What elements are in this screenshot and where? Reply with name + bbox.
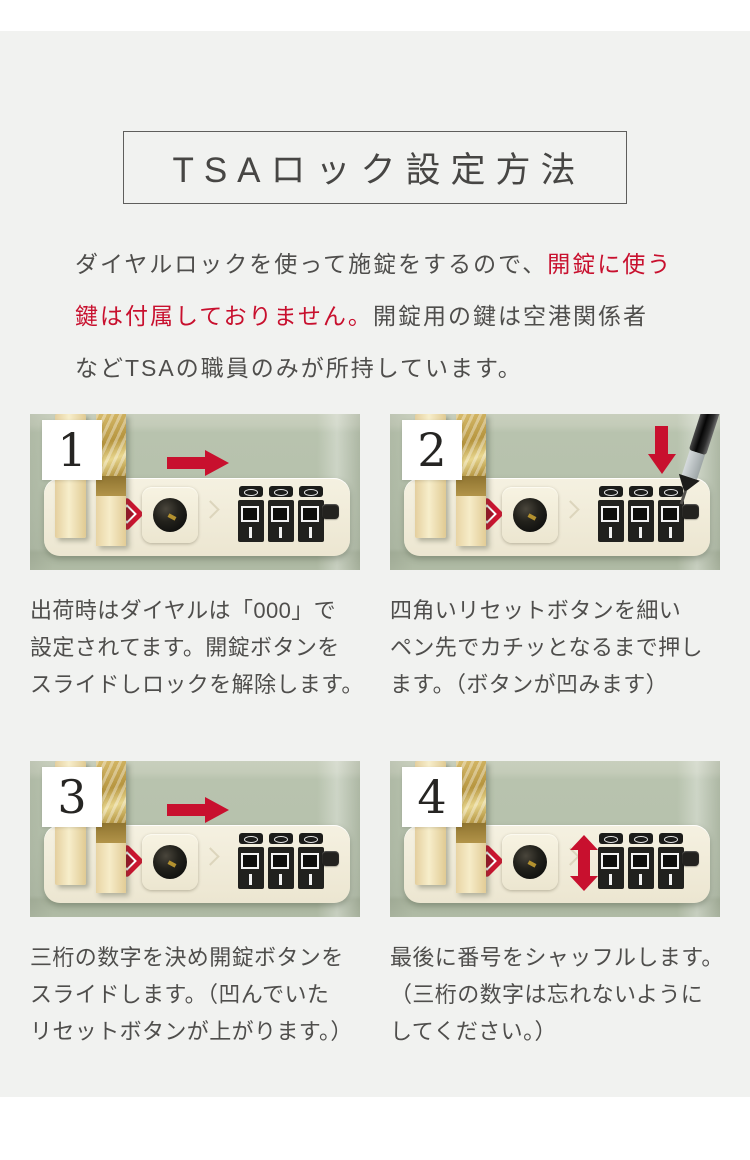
caption-line: 三桁の数字を決め開錠ボタンを	[30, 945, 344, 970]
reset-button	[682, 504, 699, 519]
combination-dials	[598, 833, 698, 893]
unlock-slide-button	[502, 487, 558, 543]
step-number-badge: 4	[402, 767, 462, 827]
steps-grid: 1 出荷時はダイヤルは「000」で設定されてます。開錠ボタンをスライドしロックを…	[30, 414, 723, 1050]
dial-wheel	[628, 833, 654, 893]
caption-line: （三桁の数字は忘れないように	[390, 982, 704, 1007]
step-caption: 四角いリセットボタンを細いペン先でカチッとなるまで押します。（ボタンが凹みます）	[390, 592, 738, 703]
combination-dials	[238, 833, 338, 893]
step-caption: 三桁の数字を決め開錠ボタンをスライドします。（凹んでいたリセットボタンが上がりま…	[30, 939, 378, 1050]
keyhole	[513, 498, 547, 532]
step-number-badge: 2	[402, 420, 462, 480]
keyhole	[153, 845, 187, 879]
page-title: TSAロック設定方法	[172, 151, 586, 190]
step-photo: 3	[30, 761, 360, 917]
step-photo: 2	[390, 414, 720, 570]
intro-segment: 開錠用の鍵は空港関係者	[372, 303, 648, 329]
intro-line: ダイヤルロックを使って施錠をするので、開錠に使う	[75, 238, 695, 290]
reset-button	[682, 851, 699, 866]
reset-button	[322, 851, 339, 866]
caption-line: 四角いリセットボタンを細い	[390, 598, 682, 623]
dial-wheel	[658, 833, 684, 893]
dial-wheel	[628, 486, 654, 546]
dial-wheel	[268, 833, 294, 893]
dial-wheel	[598, 833, 624, 893]
step-block: 2 四角いリセットボタンを細いペン先でカチッとなるまで押します。（ボタンが凹みま…	[390, 414, 720, 703]
tsa-lock-panel	[404, 478, 710, 556]
caption-line: 設定されてます。開錠ボタンを	[30, 635, 340, 660]
slide-right-arrow-icon	[167, 797, 229, 823]
intro-segment: などTSAの職員のみが所持しています。	[75, 355, 523, 381]
combination-dials	[598, 486, 698, 546]
tsa-lock-panel	[404, 825, 710, 903]
step-caption: 最後に番号をシャッフルします。 （三桁の数字は忘れないようにしてください。）	[390, 939, 738, 1050]
slide-direction-mark	[201, 500, 220, 519]
tsa-lock-panel	[44, 825, 350, 903]
unlock-slide-button	[142, 487, 198, 543]
shuffle-updown-arrow-icon	[570, 835, 598, 891]
caption-line: 出荷時はダイヤルは「000」で	[30, 598, 337, 623]
step-caption: 出荷時はダイヤルは「000」で設定されてます。開錠ボタンをスライドしロックを解除…	[30, 592, 378, 703]
pen	[670, 414, 720, 507]
intro-segment: 鍵は付属しておりません。	[75, 303, 373, 329]
step-number: 4	[417, 770, 447, 824]
step-photo: 1	[30, 414, 360, 570]
slide-direction-mark	[561, 500, 580, 519]
step-number: 1	[57, 423, 87, 477]
slide-right-arrow-icon	[167, 450, 229, 476]
step-number-badge: 1	[42, 420, 102, 480]
combination-dials	[238, 486, 338, 546]
unlock-slide-button	[142, 834, 198, 890]
unlock-slide-button	[502, 834, 558, 890]
step-block: 4 最後に番号をシャッフルします。 （三桁の数字は忘れないようにしてください。）	[390, 761, 723, 1050]
caption-line: スライドしロックを解除します。	[30, 672, 364, 697]
press-down-arrow-icon	[648, 426, 676, 474]
intro-line: などTSAの職員のみが所持しています。	[75, 342, 695, 394]
keyhole	[513, 845, 547, 879]
intro-segment: ダイヤルロックを使って施錠をするので、	[75, 251, 548, 277]
dial-wheel	[658, 486, 684, 546]
dial-wheel	[298, 833, 324, 893]
reset-button	[322, 504, 339, 519]
step-block: 1 出荷時はダイヤルは「000」で設定されてます。開錠ボタンをスライドしロックを…	[30, 414, 363, 703]
step-block: 3 三桁の数字を決め開錠ボタンをスライドします。（凹んでいたリセットボタンが上が…	[30, 761, 360, 1050]
caption-line: してください。）	[390, 1019, 557, 1044]
dial-wheel	[268, 486, 294, 546]
dial-wheel	[298, 486, 324, 546]
dial-wheel	[238, 486, 264, 546]
slide-direction-mark	[201, 847, 220, 866]
step-photo: 4	[390, 761, 720, 917]
caption-line: 最後に番号をシャッフルします。	[390, 945, 724, 970]
dial-wheel	[238, 833, 264, 893]
intro-segment: 開錠に使う	[547, 251, 673, 277]
step-number: 2	[417, 423, 447, 477]
intro-line: 鍵は付属しておりません。開錠用の鍵は空港関係者	[75, 290, 695, 342]
caption-line: ます。（ボタンが凹みます）	[390, 672, 669, 697]
step-number-badge: 3	[42, 767, 102, 827]
title-box: TSAロック設定方法	[123, 131, 627, 204]
content-section: TSAロック設定方法 ダイヤルロックを使って施錠をするので、開錠に使う鍵は付属し…	[0, 31, 750, 1097]
dial-wheel	[598, 486, 624, 546]
caption-line: スライドします。（凹んでいた	[30, 982, 330, 1007]
intro-text: ダイヤルロックを使って施錠をするので、開錠に使う鍵は付属しておりません。開錠用の…	[75, 238, 695, 394]
step-number: 3	[57, 770, 87, 824]
keyhole	[153, 498, 187, 532]
tsa-lock-panel	[44, 478, 350, 556]
caption-line: リセットボタンが上がります。）	[30, 1019, 353, 1044]
caption-line: ペン先でカチッとなるまで押し	[390, 635, 703, 660]
